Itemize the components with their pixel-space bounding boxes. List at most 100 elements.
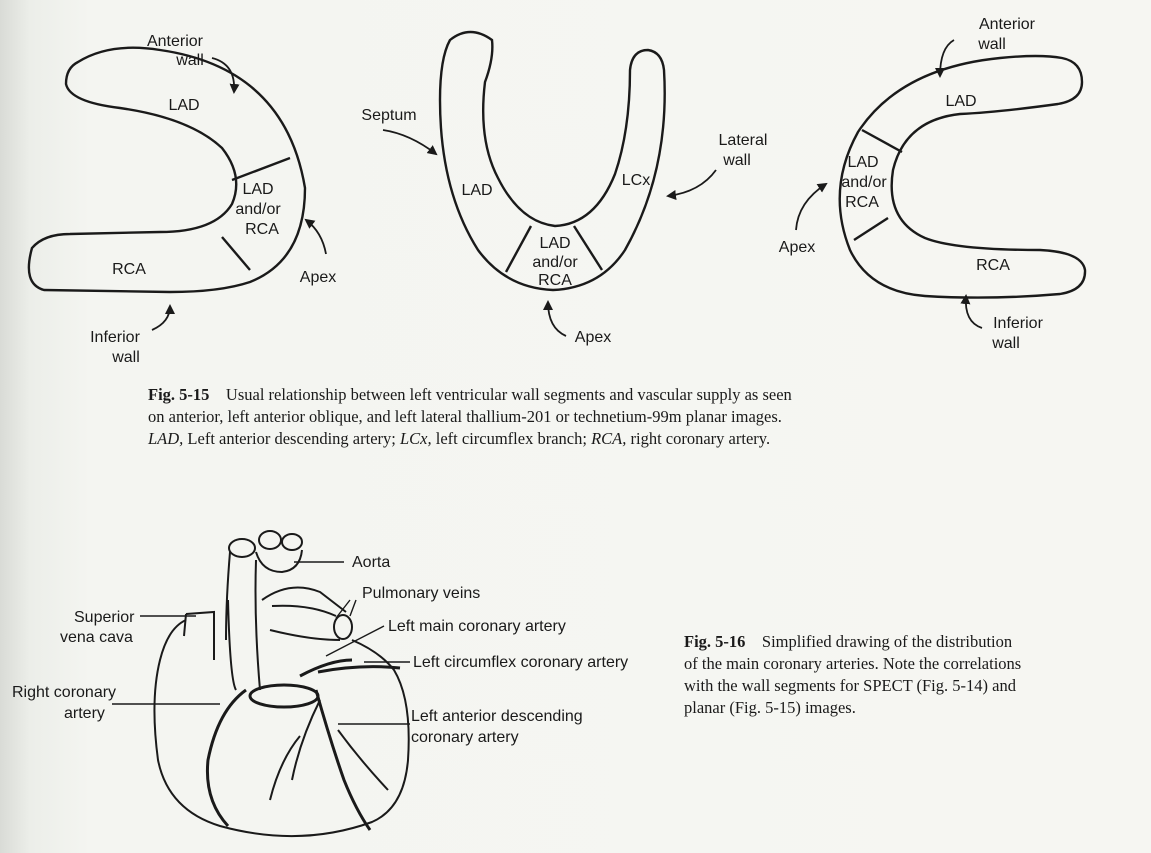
label-apex: Apex: [575, 329, 611, 346]
label-inferior-wall: Inferior: [993, 315, 1043, 332]
superior-vena-cava: [183, 610, 215, 660]
left-circumflex-artery: [317, 665, 401, 674]
segment-lad: LAD: [168, 97, 199, 114]
label-lad: Left anterior descending: [411, 708, 583, 725]
segment-divider-left: [504, 225, 533, 273]
caption-line: with the wall segments for SPECT (Fig. 5…: [684, 676, 1016, 695]
left-anterior-descending-artery: [314, 689, 372, 831]
pulmonary-trunk: [269, 604, 341, 641]
label-anterior-wall: wall: [175, 52, 204, 69]
label-lateral-wall: wall: [722, 152, 751, 169]
segment-rca: RCA: [976, 257, 1010, 274]
label-anterior-wall: wall: [977, 36, 1006, 53]
arrow-septum: [382, 129, 438, 156]
segment-divider-upper: [231, 156, 291, 182]
label-svc: vena cava: [60, 629, 133, 646]
arrow-apex: [543, 300, 567, 337]
lateral-view: [795, 39, 1087, 329]
aorta-arch: [261, 586, 347, 613]
label-pulmonary-veins: Pulmonary veins: [362, 585, 480, 602]
label-apex: Apex: [779, 239, 815, 256]
label-inferior-wall: wall: [991, 335, 1020, 352]
segment-lad-or-rca: RCA: [245, 221, 279, 238]
segment-divider-upper: [861, 128, 903, 154]
coronary-ring: [248, 683, 320, 709]
pulmonary-vein: [333, 614, 353, 640]
arrow-inferior-wall: [960, 294, 983, 329]
segment-lad-or-rca: and/or: [532, 254, 578, 271]
aorta-vessel-top: [281, 533, 303, 551]
caption-line: planar (Fig. 5-15) images.: [684, 698, 856, 717]
caption-abbrev: RCA,: [591, 429, 627, 448]
label-rca: artery: [64, 705, 105, 722]
label-left-circumflex: Left circumflex coronary artery: [413, 654, 628, 671]
caption-number: Fig. 5-15: [148, 385, 210, 404]
segment-lad-or-rca: LAD: [539, 235, 570, 252]
heart-leader-lines: [112, 561, 410, 725]
label-anterior-wall: Anterior: [147, 33, 204, 50]
diagonal-branch: [269, 699, 389, 801]
anterior-view-labels: Anterior wall LAD LAD and/or RCA RCA Ape…: [90, 33, 336, 366]
leader-left-main: [325, 625, 385, 657]
label-inferior-wall: wall: [111, 349, 140, 366]
segment-lad-or-rca: RCA: [845, 194, 879, 211]
caption-abbrev: LAD,: [148, 429, 184, 448]
label-lateral-wall: Lateral: [719, 132, 768, 149]
segment-divider-lower: [853, 216, 889, 242]
arrow-inferior-wall: [151, 304, 175, 331]
label-left-main: Left main coronary artery: [388, 618, 566, 635]
arrow-lateral-wall: [666, 169, 717, 200]
aorta-vessel-top: [258, 530, 282, 550]
caption-line: Usual relationship between left ventricu…: [225, 385, 792, 404]
leader-pulmonary-veins: [335, 599, 357, 619]
caption-line: left circumflex branch;: [435, 429, 587, 448]
lao-view: [382, 30, 717, 337]
caption-number: Fig. 5-16: [684, 632, 746, 651]
segment-lad-or-rca: RCA: [538, 272, 572, 289]
segment-divider-right: [572, 225, 604, 271]
caption-abbrev: LCx,: [400, 429, 432, 448]
segment-lad-or-rca: and/or: [841, 174, 887, 191]
anterior-view: [27, 46, 327, 331]
segment-divider-lower: [221, 236, 251, 271]
lateral-view-labels: Anterior wall LAD LAD and/or RCA RCA Ape…: [779, 16, 1044, 352]
arrow-apex: [795, 182, 828, 231]
caption-line: Left anterior descending artery;: [187, 429, 396, 448]
arrow-anterior-wall: [935, 39, 955, 78]
lao-wall-outline: [438, 30, 666, 292]
label-svc: Superior: [74, 609, 135, 626]
label-apex: Apex: [300, 269, 336, 286]
segment-lad: LAD: [945, 93, 976, 110]
heart-drawing: [153, 530, 410, 838]
caption-line: right coronary artery.: [630, 429, 771, 448]
caption-line: of the main coronary arteries. Note the …: [684, 654, 1022, 673]
figure-5-15-caption: Fig. 5-15 Usual relationship between lef…: [148, 384, 978, 450]
label-lad: coronary artery: [411, 729, 519, 746]
aorta-vessel-top: [228, 538, 256, 558]
anterior-wall-outline: [27, 46, 307, 294]
aorta: [225, 549, 303, 691]
label-septum: Septum: [361, 107, 416, 124]
label-rca: Right coronary: [12, 684, 116, 701]
label-inferior-wall: Inferior: [90, 329, 140, 346]
segment-lad: LAD: [461, 182, 492, 199]
segment-rca: RCA: [112, 261, 146, 278]
caption-line: on anterior, left anterior oblique, and …: [148, 407, 782, 426]
caption-line: Simplified drawing of the distribution: [761, 632, 1013, 651]
label-aorta: Aorta: [352, 554, 390, 571]
heart-labels: Aorta Pulmonary veins Superior vena cava…: [12, 554, 628, 746]
heart-outline: [153, 619, 410, 838]
label-anterior-wall: Anterior: [979, 16, 1036, 33]
segment-lcx: LCx: [622, 172, 650, 189]
left-main-artery: [299, 658, 353, 678]
segment-lad-or-rca: and/or: [235, 201, 281, 218]
arrow-anterior-wall: [211, 57, 240, 94]
segment-lad-or-rca: LAD: [242, 181, 273, 198]
segment-lad-or-rca: LAD: [847, 154, 878, 171]
arrow-apex: [304, 218, 327, 255]
figure-5-16-caption: Fig. 5-16 Simplified drawing of the dist…: [684, 631, 1124, 719]
lateral-wall-outline: [838, 54, 1087, 299]
lao-view-labels: Septum Lateral wall LAD LCx LAD and/or R…: [361, 107, 767, 346]
right-coronary-artery: [205, 688, 247, 828]
